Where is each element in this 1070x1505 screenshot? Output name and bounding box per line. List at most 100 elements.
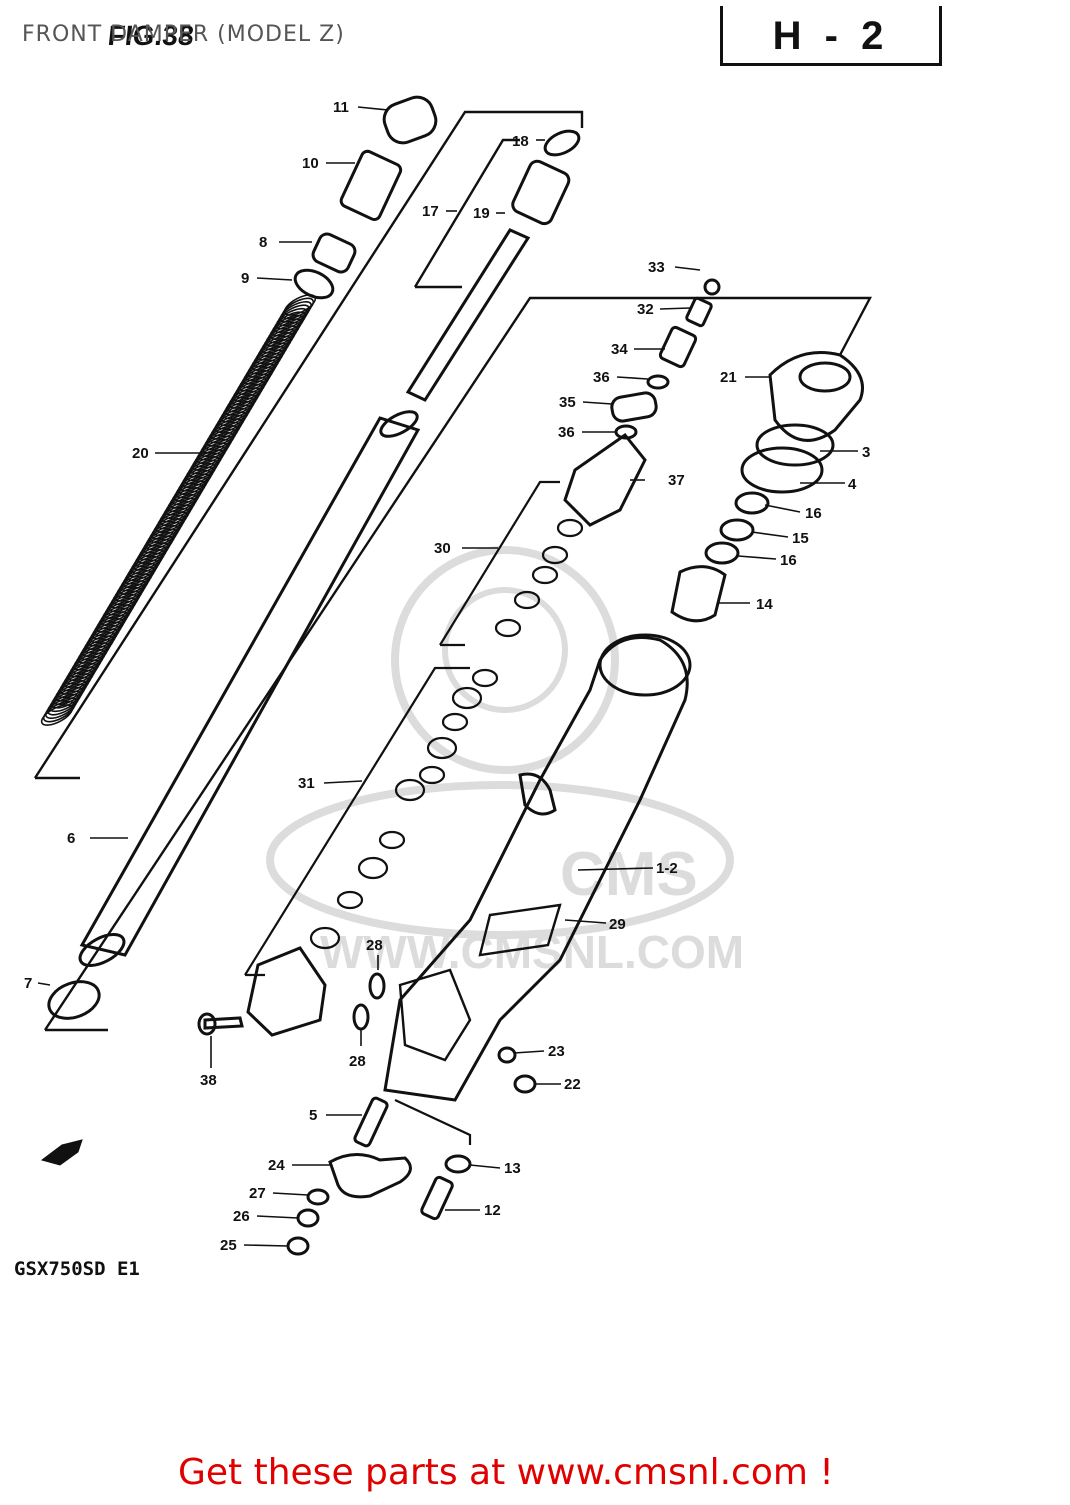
watermark (266, 546, 734, 939)
callout-label: 8 (259, 234, 267, 251)
watermark-logo: CMS (560, 840, 698, 909)
leader-line (469, 1164, 501, 1169)
part-bushing-14 (670, 565, 727, 623)
page-title: FRONT DAMPER (MODEL Z) (22, 22, 345, 47)
leader-line (751, 531, 789, 538)
part-cap-24 (328, 1153, 412, 1199)
cta-link[interactable]: Get these parts at www.cmsnl.com ! (178, 1452, 834, 1493)
callout-label: 5 (309, 1107, 317, 1124)
callout-label: 22 (564, 1076, 581, 1093)
part-pin-32 (685, 296, 713, 328)
part-valve-stack-30 (494, 518, 584, 638)
leader-line (323, 780, 363, 784)
callout-label: 37 (668, 472, 685, 489)
callout-label: 36 (558, 424, 575, 441)
part-drawings (33, 95, 872, 1256)
callout-label: 28 (366, 937, 383, 954)
part-collar-8 (311, 232, 357, 274)
callout-label: 26 (233, 1208, 250, 1225)
part-washer-27 (306, 1188, 330, 1206)
callout-label: 16 (805, 505, 822, 522)
leader-line (659, 307, 691, 310)
callout-label: 35 (559, 394, 576, 411)
leader-line (616, 376, 649, 380)
callout-label: 28 (349, 1053, 366, 1070)
part-boot-21-mouth (798, 361, 852, 393)
section-code: H - 2 (772, 14, 890, 58)
leader-line (256, 277, 293, 281)
leader-line (243, 1244, 289, 1247)
callout-label: 36 (593, 369, 610, 386)
bracket-spring-group (33, 110, 584, 779)
bracket-piston-group (244, 666, 470, 976)
part-boot-21 (768, 351, 864, 442)
part-spring-20 (40, 294, 317, 726)
callout-label: 19 (473, 205, 490, 222)
bracket-tube-group (43, 296, 872, 1031)
part-washer-16b (704, 541, 740, 565)
part-washer-16a (734, 491, 770, 515)
part-bolt-38 (203, 1016, 244, 1030)
part-cylinder-base (246, 946, 327, 1037)
callout-label: 7 (24, 975, 32, 992)
section-box: H - 2 (720, 6, 942, 66)
leader-line (577, 867, 654, 871)
callout-label: 27 (249, 1185, 266, 1202)
leader-line (582, 401, 613, 405)
leader-line (513, 1050, 545, 1054)
part-bolt-12 (420, 1175, 454, 1221)
callout-label: 10 (302, 155, 319, 172)
callout-label: 14 (756, 596, 773, 613)
callout-label: 9 (241, 270, 249, 287)
callout-label: 32 (637, 301, 654, 318)
part-rod-17 (405, 228, 531, 402)
callout-label: 15 (792, 530, 809, 547)
part-label-plate-29 (478, 903, 562, 957)
callout-label: 29 (609, 916, 626, 933)
leader-line (764, 504, 801, 513)
part-caliper-mount (398, 968, 472, 1062)
leader-line (357, 106, 389, 111)
part-outer-tube-1-2 (383, 636, 689, 1102)
part-piston-stack-31 (309, 668, 499, 950)
part-cap-11 (382, 95, 438, 145)
callout-label: 17 (422, 203, 439, 220)
callout-label: 18 (512, 133, 529, 150)
callout-label: 3 (862, 444, 870, 461)
callout-label: 11 (333, 99, 349, 116)
part-nut-26 (296, 1208, 320, 1228)
part-oring-28a (368, 972, 386, 1000)
callout-label: 24 (268, 1157, 285, 1174)
callout-label: 6 (67, 830, 75, 847)
bracket-axle-group (394, 1099, 472, 1145)
leader-line (37, 982, 51, 986)
leader-line (272, 1192, 309, 1196)
part-screw-22 (513, 1074, 537, 1094)
callout-label: 25 (220, 1237, 237, 1254)
model-code: GSX750SD E1 (14, 1258, 140, 1280)
callout-label: 4 (848, 476, 857, 493)
bracket-rod-group (413, 138, 520, 288)
part-ball-33 (703, 278, 721, 296)
callout-label: 20 (132, 445, 149, 462)
part-bushing-7 (47, 980, 101, 1020)
part-tube-6-bottom (78, 933, 126, 967)
part-housing-37 (563, 432, 647, 527)
part-tube-6 (79, 416, 421, 957)
callout-label: 34 (611, 341, 628, 358)
part-nut-25 (286, 1236, 310, 1256)
part-oring-28b (352, 1003, 370, 1031)
callout-label: 16 (780, 552, 797, 569)
part-bolt-10 (339, 149, 403, 222)
part-ring-18 (543, 129, 581, 157)
part-seal-4 (740, 446, 824, 494)
part-seal-3 (755, 423, 835, 467)
part-outer-tube-mouth (598, 633, 692, 697)
callout-label: 33 (648, 259, 665, 276)
leader-line (737, 555, 777, 560)
bracket-valve-group (439, 480, 560, 646)
callout-label: 21 (720, 369, 737, 386)
